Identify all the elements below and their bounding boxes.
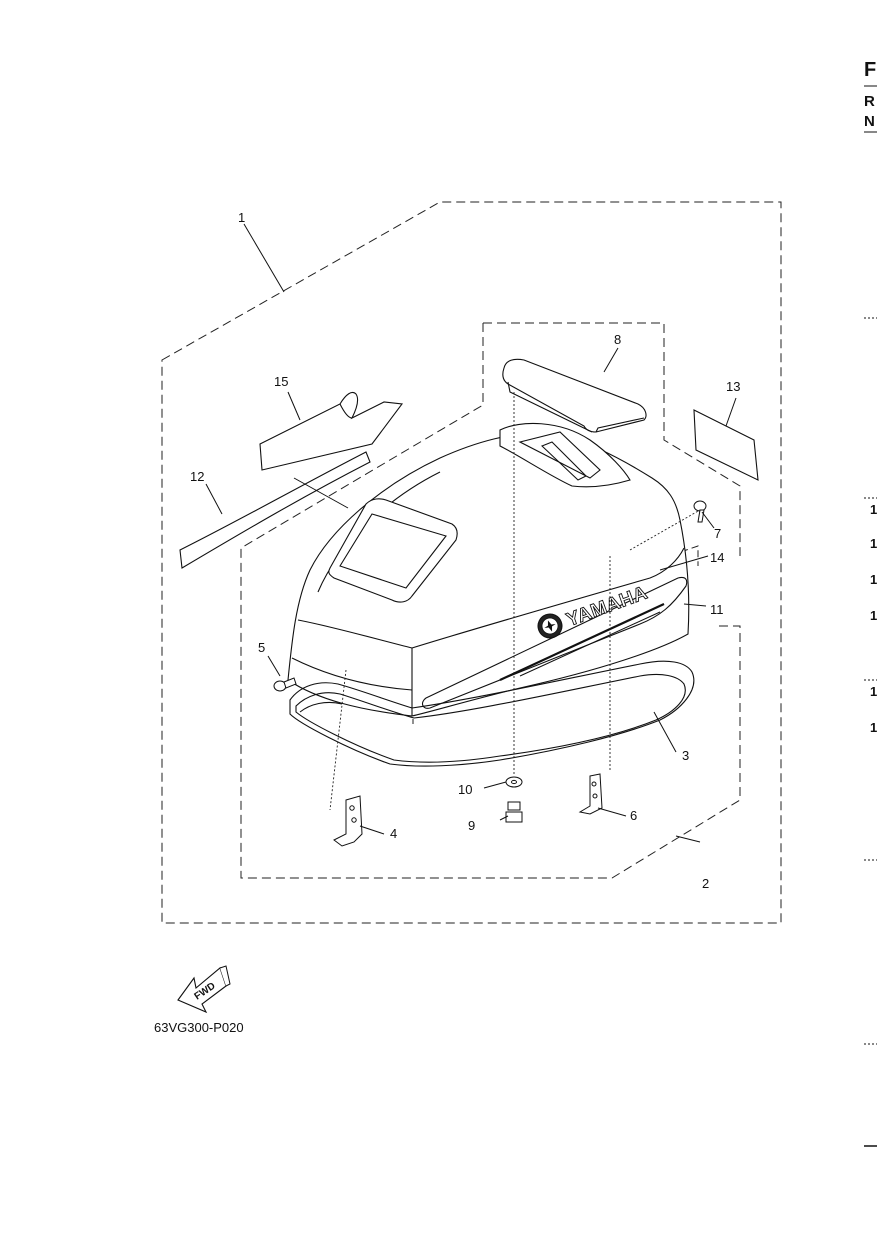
- callout-12: 12: [190, 469, 204, 484]
- callout-13: 13: [726, 379, 740, 394]
- washer-10: [505, 776, 523, 788]
- edge-letter-2: R: [864, 93, 875, 110]
- edge-number-1: 1: [870, 502, 877, 517]
- callout-2: 2: [702, 876, 709, 891]
- seal: [289, 660, 695, 767]
- edge-number-6: 1: [870, 720, 877, 735]
- edge-number-4: 1: [870, 608, 877, 623]
- callout-3: 3: [682, 748, 689, 763]
- diagram-reference-code: 63VG300-P020: [154, 1020, 244, 1035]
- decal-15: [259, 391, 404, 471]
- side-decal-strip: [421, 576, 688, 709]
- callout-11: 11: [710, 602, 724, 617]
- callout-1: 1: [238, 210, 245, 225]
- callout-10: 10: [458, 782, 472, 797]
- screw-7: [693, 500, 707, 523]
- group-2-boundary: [240, 323, 741, 879]
- callout-4: 4: [390, 826, 397, 841]
- callouts: 1 2 3 4 5 6 7 8 9 10 11 12 13 14 15: [190, 210, 740, 891]
- forward-direction-icon: FWD: [177, 965, 231, 1014]
- screw-5: [273, 677, 297, 692]
- callout-8: 8: [614, 332, 621, 347]
- alignment-lines: [329, 392, 701, 811]
- leader-lines: [205, 223, 737, 843]
- edge-letter-1: F: [864, 59, 876, 81]
- label-13: [693, 409, 759, 481]
- callout-15: 15: [274, 374, 288, 389]
- edge-letter-3: N: [864, 113, 875, 130]
- bracket-6: [578, 773, 603, 815]
- bolt-9: [505, 801, 523, 823]
- callout-14: 14: [710, 550, 724, 565]
- label-12: [179, 451, 371, 569]
- top-cover: [502, 358, 647, 433]
- callout-7: 7: [714, 526, 721, 541]
- edge-number-5: 1: [870, 684, 877, 699]
- edge-number-3: 1: [870, 572, 877, 587]
- callout-5: 5: [258, 640, 265, 655]
- group-8-boundary: [483, 322, 741, 556]
- bracket-4: [333, 795, 363, 847]
- callout-9: 9: [468, 818, 475, 833]
- right-edge-column: F R N 1 1 1 1 1 1: [864, 59, 877, 1147]
- callout-6: 6: [630, 808, 637, 823]
- group-1-boundary: [161, 201, 782, 924]
- edge-number-2: 1: [870, 536, 877, 551]
